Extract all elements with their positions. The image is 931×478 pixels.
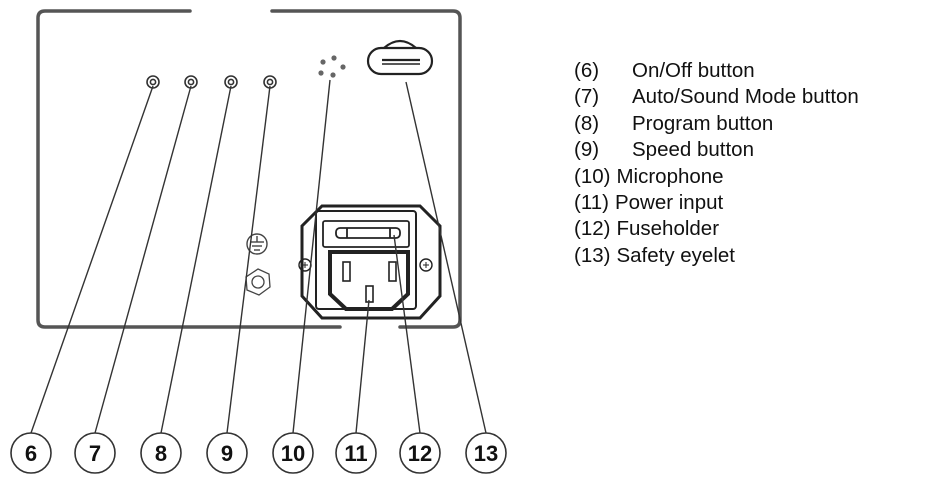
callout-circle-9: [206, 432, 248, 474]
callout-circle-10: [272, 432, 314, 474]
panel-outline: [36, 9, 342, 329]
callout-number-11: 11: [344, 441, 367, 466]
legend-number: (10): [574, 164, 611, 188]
legend-label: Microphone: [616, 164, 724, 188]
fuseholder-icon: [322, 220, 410, 248]
legend-number: (11): [574, 190, 609, 214]
callout-number-6: 6: [25, 441, 37, 466]
legend-number: (13): [574, 243, 611, 267]
legend-item: (6) On/Off button: [574, 58, 859, 84]
legend-number: (7): [574, 85, 600, 109]
legend-label: Safety eyelet: [616, 243, 735, 267]
legend-item: (10)Microphone: [574, 164, 859, 190]
power-socket-icon: [328, 250, 410, 311]
legend-number: (9): [574, 138, 600, 162]
callout-number-7: 7: [89, 441, 101, 466]
component-legend: (6) On/Off button (7) Auto/Sound Mode butt…: [574, 58, 859, 269]
ground-stud-icon: [245, 268, 271, 296]
legend-label: Speed button: [632, 138, 754, 162]
legend-number: (8): [574, 111, 600, 135]
legend-label: Program button: [632, 111, 774, 135]
panel-outline-right: [270, 9, 462, 329]
callout-number-13: 13: [474, 441, 498, 466]
callout-number-9: 9: [221, 441, 233, 466]
legend-item: (7) Auto/Sound Mode button: [574, 84, 859, 110]
legend-item: (13)Safety eyelet: [574, 243, 859, 269]
microphone-icon: [318, 55, 346, 78]
callout-circle-11: [335, 432, 377, 474]
legend-number: (6): [574, 59, 600, 82]
safety-eyelet-icon: [366, 39, 434, 76]
legend-label: Fuseholder: [616, 217, 720, 241]
callout-circle-12: [399, 432, 441, 474]
legend-item: (9) Speed button: [574, 137, 859, 163]
callout-number-12: 12: [408, 441, 432, 466]
legend-number: (12): [574, 217, 611, 241]
callout-circle-7: [74, 432, 116, 474]
callout-circle-6: [10, 432, 52, 474]
callout-number-10: 10: [281, 441, 305, 466]
callout-number-8: 8: [155, 441, 167, 466]
legend-item: (11)Power input: [574, 190, 859, 216]
callout-circle-13: [465, 432, 507, 474]
legend-label: Power input: [614, 190, 724, 214]
legend-label: On/Off button: [632, 59, 755, 82]
leader-lines: [30, 79, 487, 434]
callout-circle-8: [140, 432, 182, 474]
screw-icon: [419, 258, 433, 272]
legend-item: (12)Fuseholder: [574, 216, 859, 242]
legend-label: Auto/Sound Mode button: [632, 85, 859, 109]
power-input-module: [298, 204, 442, 320]
legend-item: (8) Program button: [574, 111, 859, 137]
ground-icon: [246, 233, 268, 255]
